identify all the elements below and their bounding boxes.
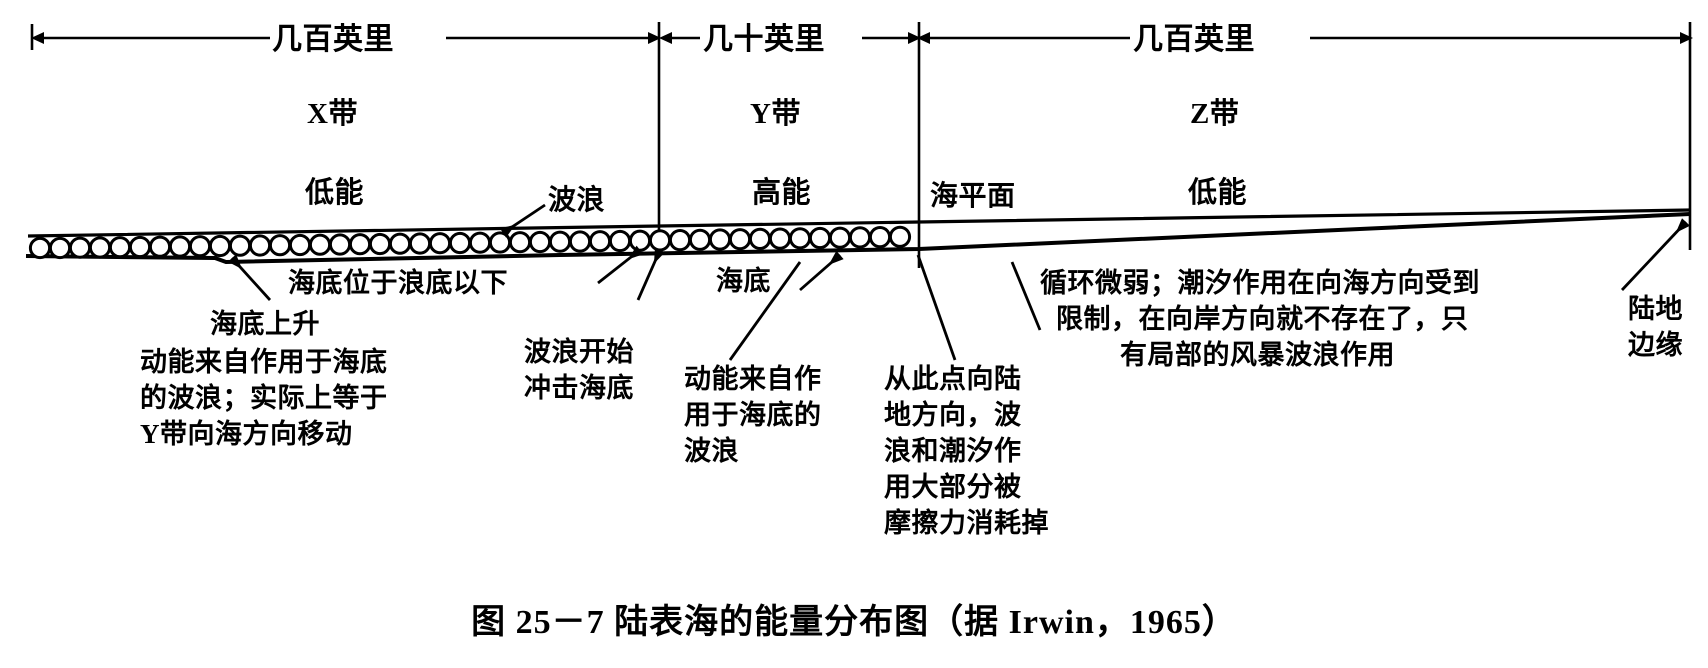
leader-kinetic-energy: [728, 261, 802, 361]
sea-level-label: 海平面: [930, 181, 1016, 212]
zone-name-x: X带: [307, 98, 358, 130]
waves-label: 波浪: [548, 185, 606, 216]
leader-sea-floor: [799, 250, 844, 292]
sea-surface-line: [27, 208, 1691, 238]
annotation-weak-circulation-line3: 有局部的风暴波浪作用: [1120, 340, 1395, 370]
zone-dimension-y: 几十英里: [703, 23, 825, 56]
annotation-seafloor-rise-line1: 动能来自作用于海底: [140, 347, 388, 377]
wave-circle-band: [28, 225, 912, 260]
annotation-seafloor-rise-line2: 的波浪；实际上等于: [140, 383, 388, 413]
annotation-weak-circulation-line1: 循环微弱；潮汐作用在向海方向受到: [1040, 268, 1480, 298]
zone-dimension-x: 几百英里: [272, 23, 394, 56]
annotation-landward-friction-line2: 地方向，波: [884, 400, 1022, 430]
land-margin-line2: 边缘: [1628, 330, 1683, 360]
leader-weak-circulation: [1010, 261, 1042, 331]
annotation-landward-friction-line3: 浪和潮汐作: [884, 436, 1022, 466]
figure-caption: 图 25－7 陆表海的能量分布图（据 Irwin，1965）: [471, 604, 1237, 641]
leader-lines: [227, 203, 1691, 361]
sea-floor-line: [25, 212, 1691, 265]
seafloor-below-wavebase-label: 海底位于浪底以下: [288, 268, 508, 298]
annotation-seafloor-rise-heading: 海底上升: [210, 309, 320, 339]
leader-below-wave-base: [597, 245, 644, 285]
zone-dimension-z: 几百英里: [1133, 23, 1255, 56]
leader-seafloor-rise: [227, 254, 272, 301]
annotation-kinetic-energy-line2: 用于海底的: [684, 400, 822, 430]
zone-energy-x: 低能: [305, 177, 365, 209]
annotation-landward-friction-line5: 摩擦力消耗掉: [884, 508, 1049, 538]
land-margin-line1: 陆地: [1628, 294, 1683, 324]
zone-name-z: Z带: [1190, 98, 1240, 130]
sea-floor-label: 海底: [716, 266, 771, 296]
annotation-kinetic-energy-line3: 波浪: [684, 436, 739, 466]
annotation-wave-impact-line2: 冲击海底: [524, 373, 634, 403]
annotation-landward-friction-line1: 从此点向陆: [884, 364, 1022, 394]
annotation-kinetic-energy-line1: 动能来自作: [684, 364, 822, 394]
leader-wave-impact: [636, 247, 666, 301]
zone-name-y: Y带: [750, 98, 801, 130]
zone-energy-z: 低能: [1188, 177, 1248, 209]
annotation-seafloor-rise-line3: Y带向海方向移动: [140, 419, 353, 449]
annotation-landward-friction-line4: 用大部分被: [884, 472, 1022, 502]
leader-landward-friction: [916, 254, 957, 361]
leader-land-margin: [1620, 218, 1691, 291]
zone-energy-y: 高能: [752, 177, 812, 209]
annotation-wave-impact-line1: 波浪开始: [524, 337, 634, 367]
annotation-weak-circulation-line2: 限制，在向岸方向就不存在了，只: [1056, 304, 1469, 334]
leader-waves: [499, 203, 546, 238]
